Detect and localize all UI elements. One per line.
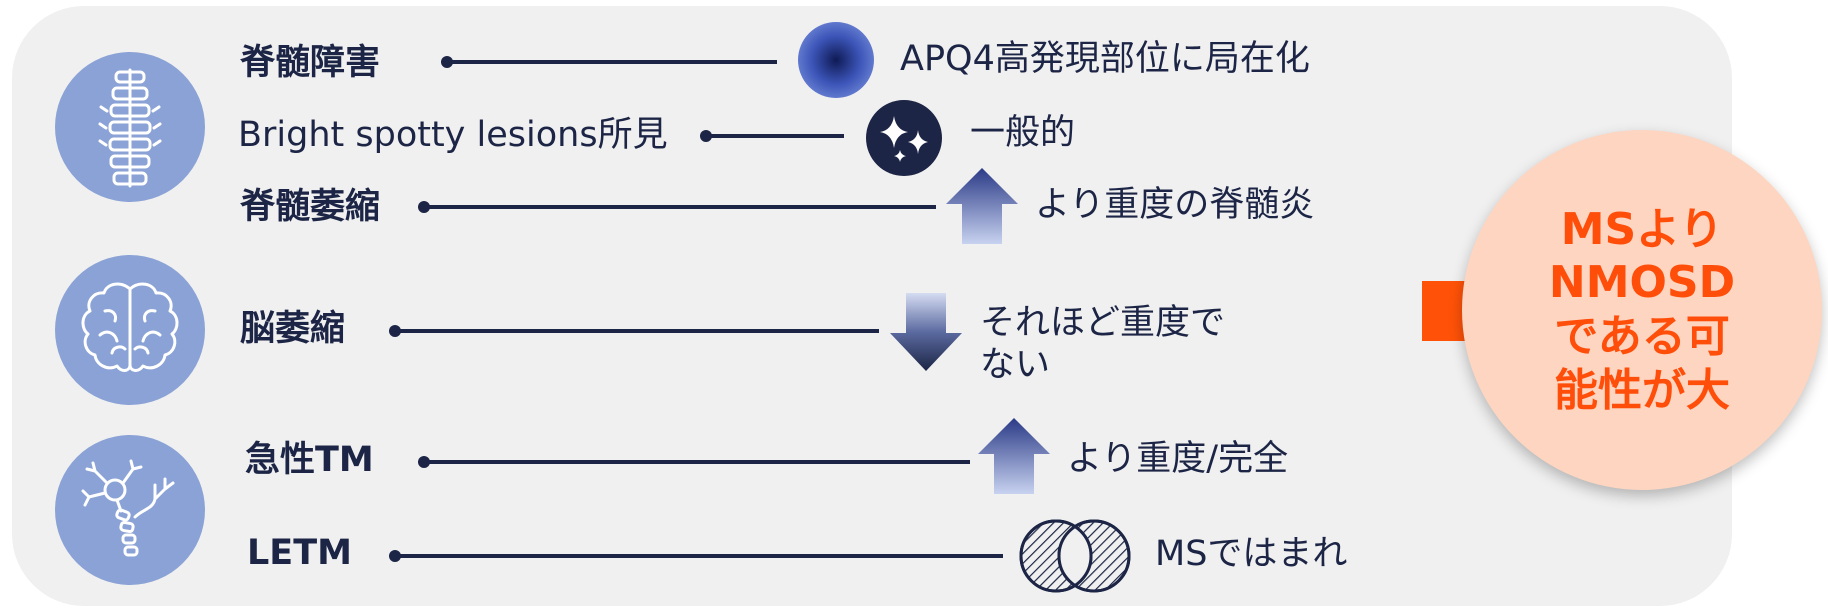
row-description: より重度の脊髄炎 (1035, 185, 1315, 225)
connector-line (395, 329, 879, 333)
arrow-up-icon (978, 418, 1050, 498)
connector-line (424, 205, 936, 209)
row-description: それほど重度で ない (980, 303, 1226, 385)
connector-line (706, 134, 844, 138)
row-label-acute-tm: 急性TM (245, 440, 374, 480)
row-label-bright-spotty-lesions: Bright spotty lesions所見 (238, 115, 668, 155)
row-label-spinal-cord-damage: 脊髄障害 (240, 43, 381, 83)
row-label-brain-atrophy: 脳萎縮 (240, 309, 346, 349)
gradient-sphere-icon (798, 22, 874, 98)
result-circle: MSより NMOSD である可 能性が大 (1462, 130, 1822, 490)
connector-line (424, 460, 970, 464)
spine-icon (55, 52, 205, 202)
row-label-spinal-cord-atrophy: 脊髄萎縮 (240, 187, 381, 227)
row-label-letm: LETM (247, 533, 352, 573)
arrow-down-icon (890, 293, 962, 375)
neuron-icon (55, 435, 205, 585)
row-description: MSではまれ (1155, 534, 1348, 574)
connector-line (395, 554, 1003, 558)
arrow-up-icon (946, 168, 1018, 248)
result-text: MSより NMOSD である可 能性が大 (1548, 203, 1736, 416)
connector-line (447, 60, 777, 64)
brain-icon (55, 255, 205, 405)
row-description: より重度/完全 (1067, 439, 1289, 479)
row-description: APQ4高発現部位に局在化 (900, 39, 1310, 79)
venn-icon (1018, 518, 1132, 598)
sparkle-icon (866, 100, 942, 176)
row-description: 一般的 (970, 113, 1076, 153)
